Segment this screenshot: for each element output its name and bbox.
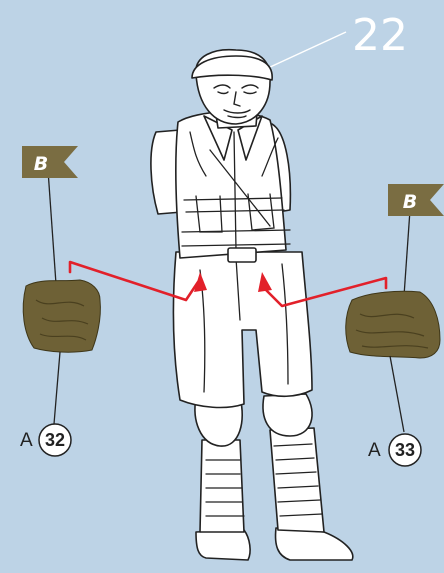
step-number: 22 bbox=[352, 10, 408, 61]
part-a33: B A 33 bbox=[346, 184, 444, 466]
step-leader-line bbox=[268, 32, 346, 68]
flag-label: B bbox=[403, 191, 417, 213]
leader-line bbox=[390, 356, 404, 432]
sprue-letter: A bbox=[368, 440, 381, 461]
belt-buckle bbox=[228, 248, 256, 262]
part-number: 32 bbox=[45, 430, 65, 450]
cloth-piece bbox=[23, 280, 100, 352]
soldier-figure bbox=[151, 50, 353, 560]
part-a32: B A 32 bbox=[20, 146, 100, 456]
flag-pole bbox=[48, 170, 56, 284]
part-number: 33 bbox=[395, 440, 415, 460]
leader-line bbox=[54, 352, 60, 424]
flag-icon bbox=[22, 146, 78, 178]
flag-label: B bbox=[34, 153, 48, 175]
flag-pole bbox=[404, 210, 410, 296]
sprue-letter: A bbox=[20, 430, 33, 451]
